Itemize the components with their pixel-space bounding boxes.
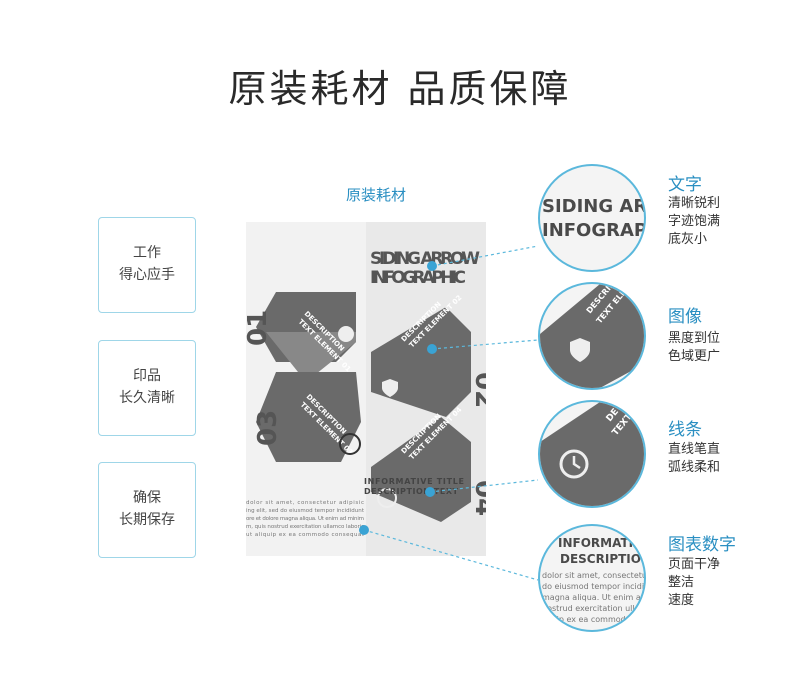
feature-box-print: 印品 长久清晰 bbox=[98, 340, 196, 436]
feature-desc-image: 黑度到位 色域更广 bbox=[668, 330, 758, 366]
poster-body-line: ut aliquip ex ea commodo consequat bbox=[246, 532, 365, 538]
feature-title-text: 文字 bbox=[668, 175, 702, 195]
feature-desc-line: 整洁 bbox=[668, 575, 695, 590]
poster-body-line: m, quis nostrud exercitation ullamco lab… bbox=[246, 524, 364, 530]
zoom-circle-image: DESCRIPTION TEXT ELEMENT bbox=[538, 282, 646, 390]
poster-info-title-1: INFORMATIVE TITLE bbox=[364, 477, 464, 486]
feature-line: 长期保存 bbox=[119, 512, 175, 528]
arrow-element-03: DESCRIPTION TEXT ELEMENT 03 03 bbox=[253, 372, 361, 462]
feature-desc-line: 速度 bbox=[668, 593, 695, 608]
zoom-body-line: liquip ex ea commodo consec bbox=[542, 615, 644, 624]
zoom-body-line: magna aliqua. Ut enim ad min bbox=[542, 593, 646, 602]
poster-item-2-num: 02 bbox=[469, 372, 486, 408]
poster-body-line: dolor sit amet, consectetur adipisic bbox=[246, 500, 364, 506]
feature-line: 工作 bbox=[133, 245, 161, 261]
poster-heading-1: SIDING ARROW bbox=[370, 249, 480, 269]
center-label: 原装耗材 bbox=[346, 186, 407, 204]
poster-info-title-2: DESCRIPTION TEXT bbox=[364, 487, 459, 496]
poster-body-line: ore et dolore magna aliqua. Ut enim ad m… bbox=[246, 516, 364, 522]
feature-line: 长久清晰 bbox=[119, 390, 175, 406]
feature-title-lines: 线条 bbox=[668, 420, 702, 440]
zoom-body-line: nostrud exercitation ullamco la bbox=[542, 604, 644, 613]
feature-line: 得心应手 bbox=[119, 267, 175, 283]
feature-desc-text: 清晰锐利 字迹饱满 底灰小 bbox=[668, 195, 758, 249]
zoom-text-line: INFOGRAPHIC bbox=[542, 220, 646, 241]
feature-desc-line: 直线笔直 bbox=[668, 442, 721, 457]
feature-title-chart-numbers: 图表数字 bbox=[668, 535, 736, 555]
poster-image: SIDING ARROW INFOGRAPHIC DESCRIPTION TEX… bbox=[246, 222, 486, 556]
arrow-element-01: DESCRIPTION TEXT ELEMENT 01 01 bbox=[246, 292, 356, 382]
feature-desc-line: 黑度到位 bbox=[668, 331, 721, 346]
poster-item-4-num: 04 bbox=[469, 480, 486, 516]
poster-item-1-num: 01 bbox=[246, 310, 273, 346]
arrow-element-04: DESCRIPTION TEXT ELEMENT 04 04 bbox=[371, 406, 486, 522]
feature-desc-chart-numbers: 页面干净 整洁 速度 bbox=[668, 556, 758, 610]
zoom-circle-text: SIDING ARROW INFOGRAPHIC bbox=[538, 164, 646, 272]
feature-desc-line: 字迹饱满 bbox=[668, 214, 721, 229]
zoom-text-line: INFORMATIVE TI bbox=[558, 536, 646, 550]
feature-desc-line: 底灰小 bbox=[668, 232, 708, 247]
poster-heading-2: INFOGRAPHIC bbox=[370, 268, 466, 288]
feature-title-image: 图像 bbox=[668, 307, 702, 327]
feature-desc-lines: 直线笔直 弧线柔和 bbox=[668, 441, 758, 477]
zoom-circle-lines: DE TEXT ELE bbox=[538, 400, 646, 508]
zoom-circle-chart-text: INFORMATIVE TI DESCRIPTION TEX dolor sit… bbox=[538, 524, 646, 632]
poster-body-line: ing elit, sed do eiusmod tempor incididu… bbox=[246, 508, 365, 514]
feature-box-preserve: 确保 长期保存 bbox=[98, 462, 196, 558]
zoom-body-line: do eiusmod tempor incididunt bbox=[542, 582, 645, 591]
zoom-text-line: DESCRIPTION TEX bbox=[560, 552, 646, 566]
feature-desc-line: 色域更广 bbox=[668, 349, 721, 364]
zoom-text-line: SIDING ARROW bbox=[542, 196, 646, 217]
feature-desc-line: 清晰锐利 bbox=[668, 196, 721, 211]
feature-line: 印品 bbox=[133, 368, 161, 384]
feature-box-work: 工作 得心应手 bbox=[98, 217, 196, 313]
page-title: 原装耗材 品质保障 bbox=[228, 67, 572, 111]
zoom-body-line: dolor sit amet, consectetur adipi bbox=[542, 571, 646, 580]
feature-line: 确保 bbox=[133, 490, 161, 506]
feature-desc-line: 页面干净 bbox=[668, 557, 721, 572]
poster-item-3-num: 03 bbox=[253, 410, 283, 446]
feature-desc-line: 弧线柔和 bbox=[668, 460, 721, 475]
